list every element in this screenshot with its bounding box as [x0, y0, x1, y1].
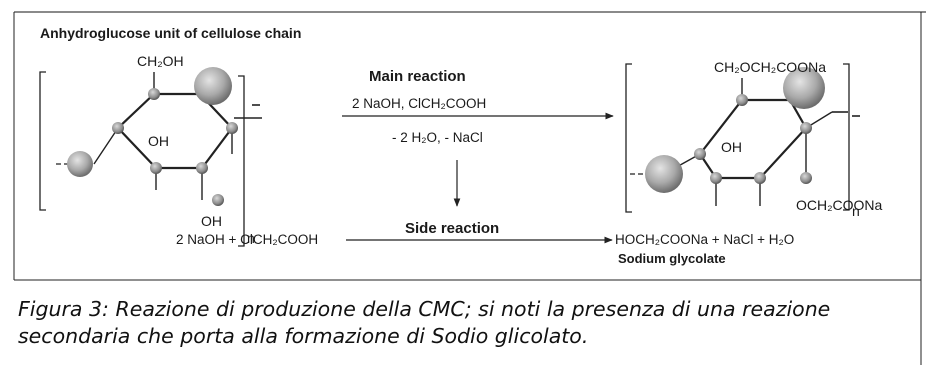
oxygen-sphere-top [194, 67, 232, 105]
right-bracket [238, 75, 245, 247]
bond-down-left [93, 127, 119, 165]
ring-atom [196, 162, 208, 174]
caption-line-1: Figura 3: Reazione di produzione della C… [18, 297, 831, 321]
product-ring-atom [736, 94, 748, 106]
product-subscript-n: n [852, 203, 860, 219]
caption-line-2: secondaria che porta alla formazione di … [18, 324, 589, 348]
product-ring-atom [800, 172, 812, 184]
left-bracket [39, 71, 46, 211]
product-ring-atom [800, 122, 812, 134]
side-products: HOCH₂COONa + NaCl + H₂O [615, 232, 794, 247]
product-left-bracket [625, 63, 632, 213]
ring-atom [226, 122, 238, 134]
product-substituent-top: CH₂OCH₂COONa [714, 59, 826, 75]
main-reagents: 2 NaOH, ClCH₂COOH [352, 96, 486, 111]
ring-oh-bottom: OH [201, 213, 222, 229]
ring-atom [148, 88, 160, 100]
ring-bonds [117, 92, 234, 170]
side-product-name: Sodium glycolate [618, 251, 726, 266]
figure-caption: Figura 3: Reazione di produzione della C… [18, 296, 918, 350]
product-oxygen-sphere-left [645, 155, 683, 193]
subscript-n: n [247, 230, 255, 246]
product-ring-atom [710, 172, 722, 184]
main-byproducts: - 2 H₂O, - NaCl [392, 130, 483, 145]
main-reaction-title: Main reaction [369, 68, 466, 85]
side-reactants: 2 NaOH + ClCH₂COOH [176, 232, 318, 247]
product-ring-atom [754, 172, 766, 184]
product-ring-oh: OH [721, 139, 742, 155]
product-ring-bonds [699, 98, 808, 180]
ring-oh-top: OH [148, 133, 169, 149]
product-oxygen-sphere-top [783, 67, 825, 109]
ring-atom [212, 194, 224, 206]
side-reaction-title: Side reaction [405, 220, 499, 237]
ring-hatch-1 [117, 127, 157, 169]
oxygen-sphere-left [67, 151, 93, 177]
reactant-glucose-unit: n CH₂OH OH OH [39, 53, 262, 247]
ring-atom [112, 122, 124, 134]
product-right-bracket [843, 63, 850, 211]
product-ring-atom [694, 148, 706, 160]
product-substituent-bottom: OCH₂COONa [796, 197, 883, 213]
reactant-substituent: CH₂OH [137, 53, 184, 69]
main-reaction: Main reaction 2 NaOH, ClCH₂COOH - 2 H₂O,… [342, 68, 614, 207]
product-cmc-unit: n CH₂OCH₂COONa OH OCH₂COONa [625, 59, 883, 219]
unit-title: Anhydroglucose unit of cellulose chain [40, 25, 301, 41]
side-reaction: Side reaction 2 NaOH + ClCH₂COOH HOCH₂CO… [176, 220, 794, 266]
ring-atom [150, 162, 162, 174]
